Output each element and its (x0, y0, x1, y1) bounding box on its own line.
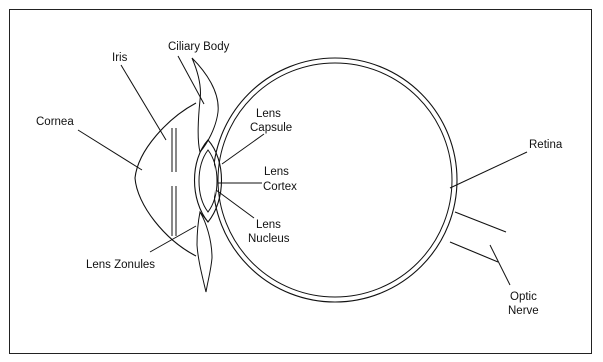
leader-lens-nucleus (216, 190, 254, 218)
optic-nerve-upper-line (455, 212, 506, 232)
leader-iris (121, 65, 166, 140)
label-lens-cortex-line2: Cortex (263, 181, 297, 193)
cornea (135, 103, 196, 256)
zonule-upper (200, 140, 208, 152)
label-lens-nucleus-line2: Nucleus (248, 233, 290, 245)
leader-cornea (78, 130, 142, 170)
label-ciliary-body: Ciliary Body (168, 41, 230, 53)
retina-layer (218, 63, 452, 297)
sclera-outer (213, 58, 457, 302)
label-lens-capsule-line1: Lens (256, 108, 281, 120)
leader-retina (450, 152, 527, 188)
ciliary-body-upper (192, 58, 218, 152)
label-cornea: Cornea (36, 116, 74, 128)
leader-lens-capsule (222, 134, 264, 164)
label-optic-nerve-line1: Optic (510, 291, 537, 303)
label-lens-capsule-line2: Capsule (250, 122, 292, 134)
label-retina: Retina (529, 139, 563, 151)
leader-ciliary-body (178, 56, 204, 104)
leader-lens-zonules (150, 226, 196, 252)
label-iris: Iris (112, 52, 128, 64)
diagram-border (10, 10, 592, 354)
label-optic-nerve-line2: Nerve (508, 305, 539, 317)
label-lens-zonules: Lens Zonules (86, 259, 155, 271)
leader-optic-nerve (490, 245, 510, 285)
label-lens-nucleus-line1: Lens (256, 219, 281, 231)
optic-nerve-lower-line (450, 242, 498, 262)
label-lens-cortex-line1: Lens (264, 166, 289, 178)
